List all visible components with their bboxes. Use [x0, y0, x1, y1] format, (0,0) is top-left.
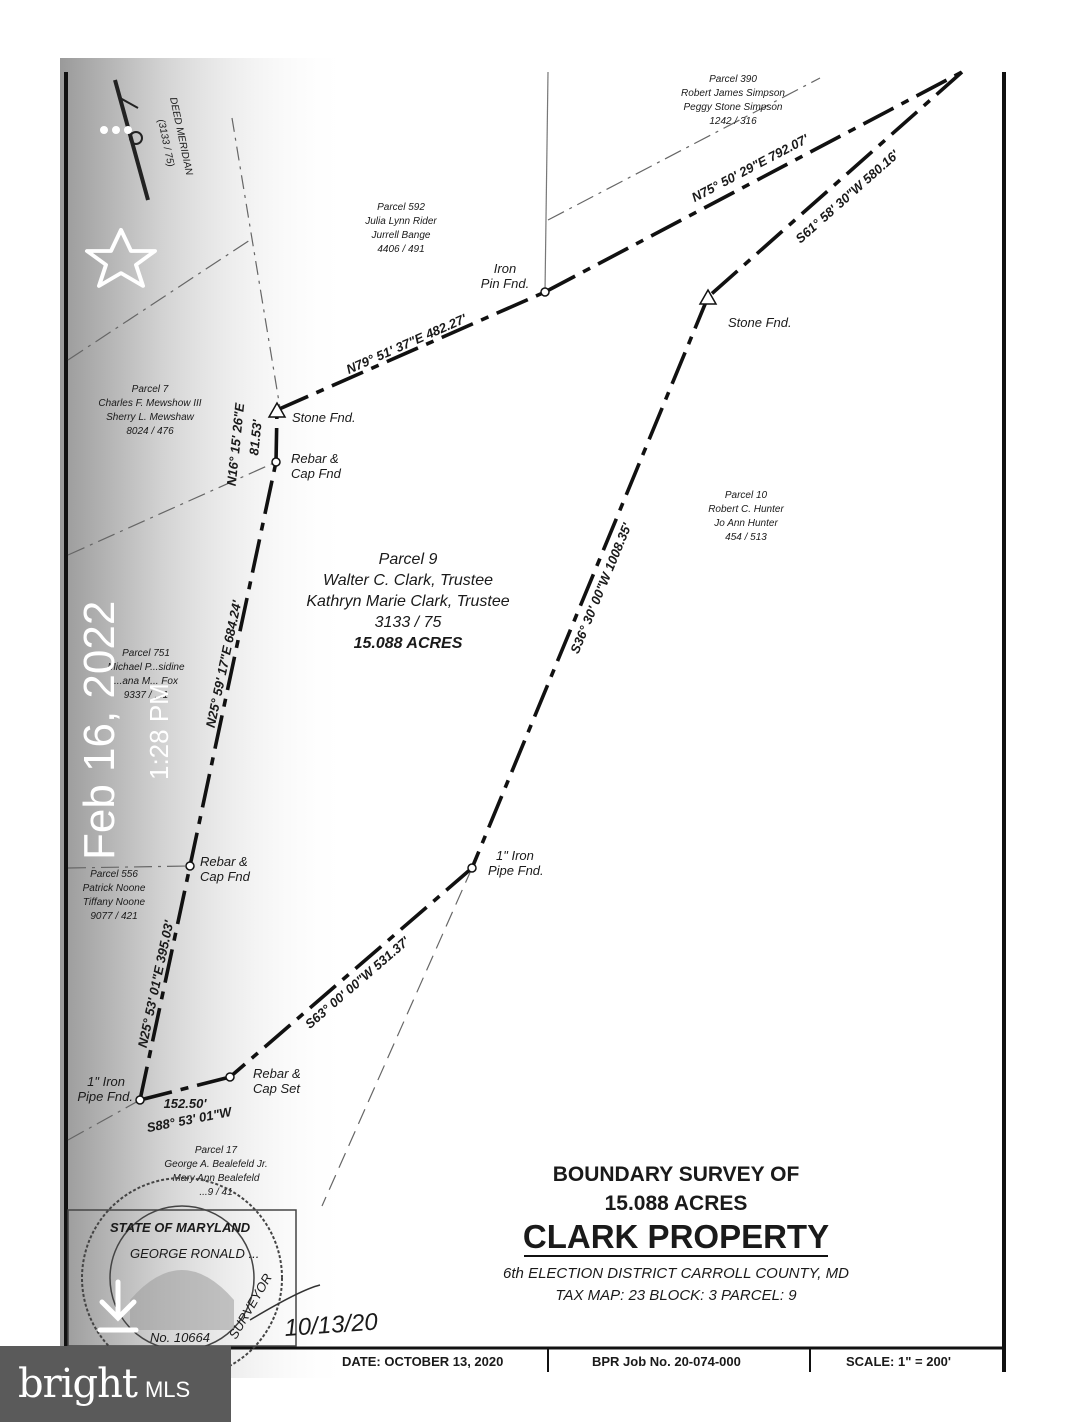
- subject-owner-1: Walter C. Clark, Trustee: [323, 572, 493, 589]
- svg-text:Rebar &: Rebar &: [253, 1066, 301, 1081]
- parcel-556-label: Parcel 556 Patrick Noone Tiffany Noone 9…: [83, 869, 146, 922]
- rebar-top-label: Rebar & Cap Fnd: [291, 451, 342, 481]
- surveyor-signature: 10/13/20: [284, 1308, 380, 1341]
- more-options-icon[interactable]: [100, 126, 132, 134]
- iron-pipe-right-label: 1" Iron Pipe Fnd.: [488, 848, 544, 878]
- parcel-390-label: Parcel 390 Robert James Simpson Peggy St…: [681, 74, 785, 127]
- stone-left-label: Stone Fnd.: [292, 410, 356, 425]
- title-line-4: 6th ELECTION DISTRICT CARROLL COUNTY, MD: [503, 1265, 849, 1282]
- svg-text:Robert C. Hunter: Robert C. Hunter: [708, 504, 784, 515]
- timestamp-overlay: Feb 16, 2022 1:28 PM: [75, 601, 174, 860]
- svg-text:Peggy Stone Simpson: Peggy Stone Simpson: [684, 102, 783, 113]
- download-icon[interactable]: [97, 1279, 139, 1333]
- svg-text:Julia Lynn Rider: Julia Lynn Rider: [364, 216, 437, 227]
- rebar-marker-mid: [185, 861, 195, 871]
- svg-text:Jurrell Bange: Jurrell Bange: [371, 230, 431, 241]
- svg-text:1242 / 316: 1242 / 316: [709, 116, 757, 127]
- rebar-set-label: Rebar & Cap Set: [253, 1066, 301, 1096]
- title-line-2: 15.088 ACRES: [605, 1192, 748, 1215]
- svg-text:Patrick Noone: Patrick Noone: [83, 883, 146, 894]
- svg-text:Robert James Simpson: Robert James Simpson: [681, 88, 785, 99]
- stone-marker-left: [267, 401, 287, 418]
- stone-right-label: Stone Fnd.: [728, 315, 792, 330]
- svg-text:Pipe Fnd.: Pipe Fnd.: [77, 1089, 133, 1104]
- subject-deed: 3133 / 75: [375, 614, 442, 631]
- adjoiner-lines: [67, 71, 821, 1207]
- boundary-lines: [138, 70, 964, 1102]
- brand-suffix: MLS: [144, 1377, 191, 1402]
- svg-text:Parcel 17: Parcel 17: [195, 1145, 238, 1156]
- svg-text:George A. Bealefeld Jr.: George A. Bealefeld Jr.: [164, 1159, 267, 1170]
- svg-text:9077 / 421: 9077 / 421: [90, 911, 137, 922]
- svg-text:Parcel 7: Parcel 7: [132, 384, 169, 395]
- svg-text:Pipe Fnd.: Pipe Fnd.: [488, 863, 544, 878]
- rebar-set-marker: [225, 1072, 235, 1082]
- footer-scale: SCALE: 1" = 200': [846, 1354, 951, 1369]
- title-line-1: BOUNDARY SURVEY OF: [553, 1163, 800, 1186]
- svg-text:Jo Ann Hunter: Jo Ann Hunter: [713, 518, 778, 529]
- iron-pin-marker: [540, 287, 550, 297]
- svg-text:Sherry L. Mewshaw: Sherry L. Mewshaw: [106, 412, 195, 423]
- svg-text:Cap Fnd: Cap Fnd: [200, 869, 251, 884]
- svg-text:...ana M... Fox: ...ana M... Fox: [114, 676, 179, 687]
- svg-text:454 / 513: 454 / 513: [725, 532, 767, 543]
- svg-text:Parcel 592: Parcel 592: [377, 202, 425, 213]
- parcel-17-label: Parcel 17 George A. Bealefeld Jr. Mary A…: [164, 1145, 267, 1198]
- footer-job-number: BPR Job No. 20-074-000: [592, 1354, 741, 1369]
- bearing-n16-distance: 81.53': [246, 418, 265, 456]
- subject-parcel-label: Parcel 9 Walter C. Clark, Trustee Kathry…: [306, 551, 509, 652]
- iron-pin-label: Iron Pin Fnd.: [481, 261, 529, 291]
- svg-text:Parcel 751: Parcel 751: [122, 648, 170, 659]
- svg-text:Rebar &: Rebar &: [291, 451, 339, 466]
- svg-text:Michael P...sidine: Michael P...sidine: [107, 662, 185, 673]
- svg-text:1" Iron: 1" Iron: [87, 1074, 125, 1089]
- svg-text:Parcel 390: Parcel 390: [709, 74, 757, 85]
- left-shadow: [60, 58, 350, 1378]
- seal-name-text: GEORGE RONALD ...: [130, 1246, 259, 1261]
- svg-text:...9 / 41: ...9 / 41: [199, 1187, 232, 1198]
- iron-pipe-marker-left: [135, 1095, 145, 1105]
- subject-name: Parcel 9: [379, 551, 438, 568]
- svg-text:Pin Fnd.: Pin Fnd.: [481, 276, 529, 291]
- bearing-s88-distance: 152.50': [164, 1096, 208, 1111]
- svg-text:Tiffany Noone: Tiffany Noone: [83, 897, 146, 908]
- iron-pipe-left-label: 1" Iron Pipe Fnd.: [77, 1074, 133, 1104]
- svg-text:Cap Fnd: Cap Fnd: [291, 466, 342, 481]
- rebar-marker-top: [271, 457, 281, 467]
- parcel-7-label: Parcel 7 Charles F. Mewshow III Sherry L…: [98, 384, 201, 437]
- subject-acres: 15.088 ACRES: [354, 635, 463, 652]
- parcel-592-label: Parcel 592 Julia Lynn Rider Jurrell Bang…: [364, 202, 437, 255]
- star-icon[interactable]: [85, 228, 157, 288]
- svg-text:Parcel 556: Parcel 556: [90, 869, 138, 880]
- bright-mls-logo: bright MLS: [0, 1346, 231, 1422]
- svg-text:8024 / 476: 8024 / 476: [126, 426, 174, 437]
- parcel-10-label: Parcel 10 Robert C. Hunter Jo Ann Hunter…: [708, 490, 784, 543]
- title-line-3: CLARK PROPERTY: [523, 1218, 829, 1255]
- title-line-5: TAX MAP: 23 BLOCK: 3 PARCEL: 9: [555, 1287, 797, 1304]
- monuments: [135, 287, 718, 1105]
- svg-text:1" Iron: 1" Iron: [496, 848, 534, 863]
- overlay-time: 1:28 PM: [144, 683, 174, 780]
- iron-pipe-marker-right: [467, 863, 477, 873]
- svg-text:Charles F. Mewshow III: Charles F. Mewshow III: [98, 398, 201, 409]
- brand-name: bright: [18, 1361, 138, 1407]
- svg-text:Cap Set: Cap Set: [253, 1081, 301, 1096]
- stone-marker-right: [698, 288, 718, 305]
- subject-owner-2: Kathryn Marie Clark, Trustee: [306, 593, 509, 610]
- svg-text:Mary Ann Bealefeld: Mary Ann Bealefeld: [173, 1173, 260, 1184]
- seal-number-text: No. 10664: [150, 1330, 210, 1345]
- svg-text:Parcel 10: Parcel 10: [725, 490, 768, 501]
- parcel-751-label: Parcel 751 Michael P...sidine ...ana M..…: [107, 648, 185, 701]
- seal-top-text: STATE OF MARYLAND: [110, 1220, 251, 1235]
- svg-text:4406 / 491: 4406 / 491: [377, 244, 424, 255]
- svg-text:Iron: Iron: [494, 261, 516, 276]
- footer-date: DATE: OCTOBER 13, 2020: [342, 1354, 503, 1369]
- overlay-date: Feb 16, 2022: [75, 601, 124, 860]
- rebar-mid-label: Rebar & Cap Fnd: [200, 854, 251, 884]
- svg-text:Rebar &: Rebar &: [200, 854, 248, 869]
- svg-text:9337 / ...1: 9337 / ...1: [124, 690, 168, 701]
- title-block: BOUNDARY SURVEY OF 15.088 ACRES CLARK PR…: [503, 1163, 849, 1304]
